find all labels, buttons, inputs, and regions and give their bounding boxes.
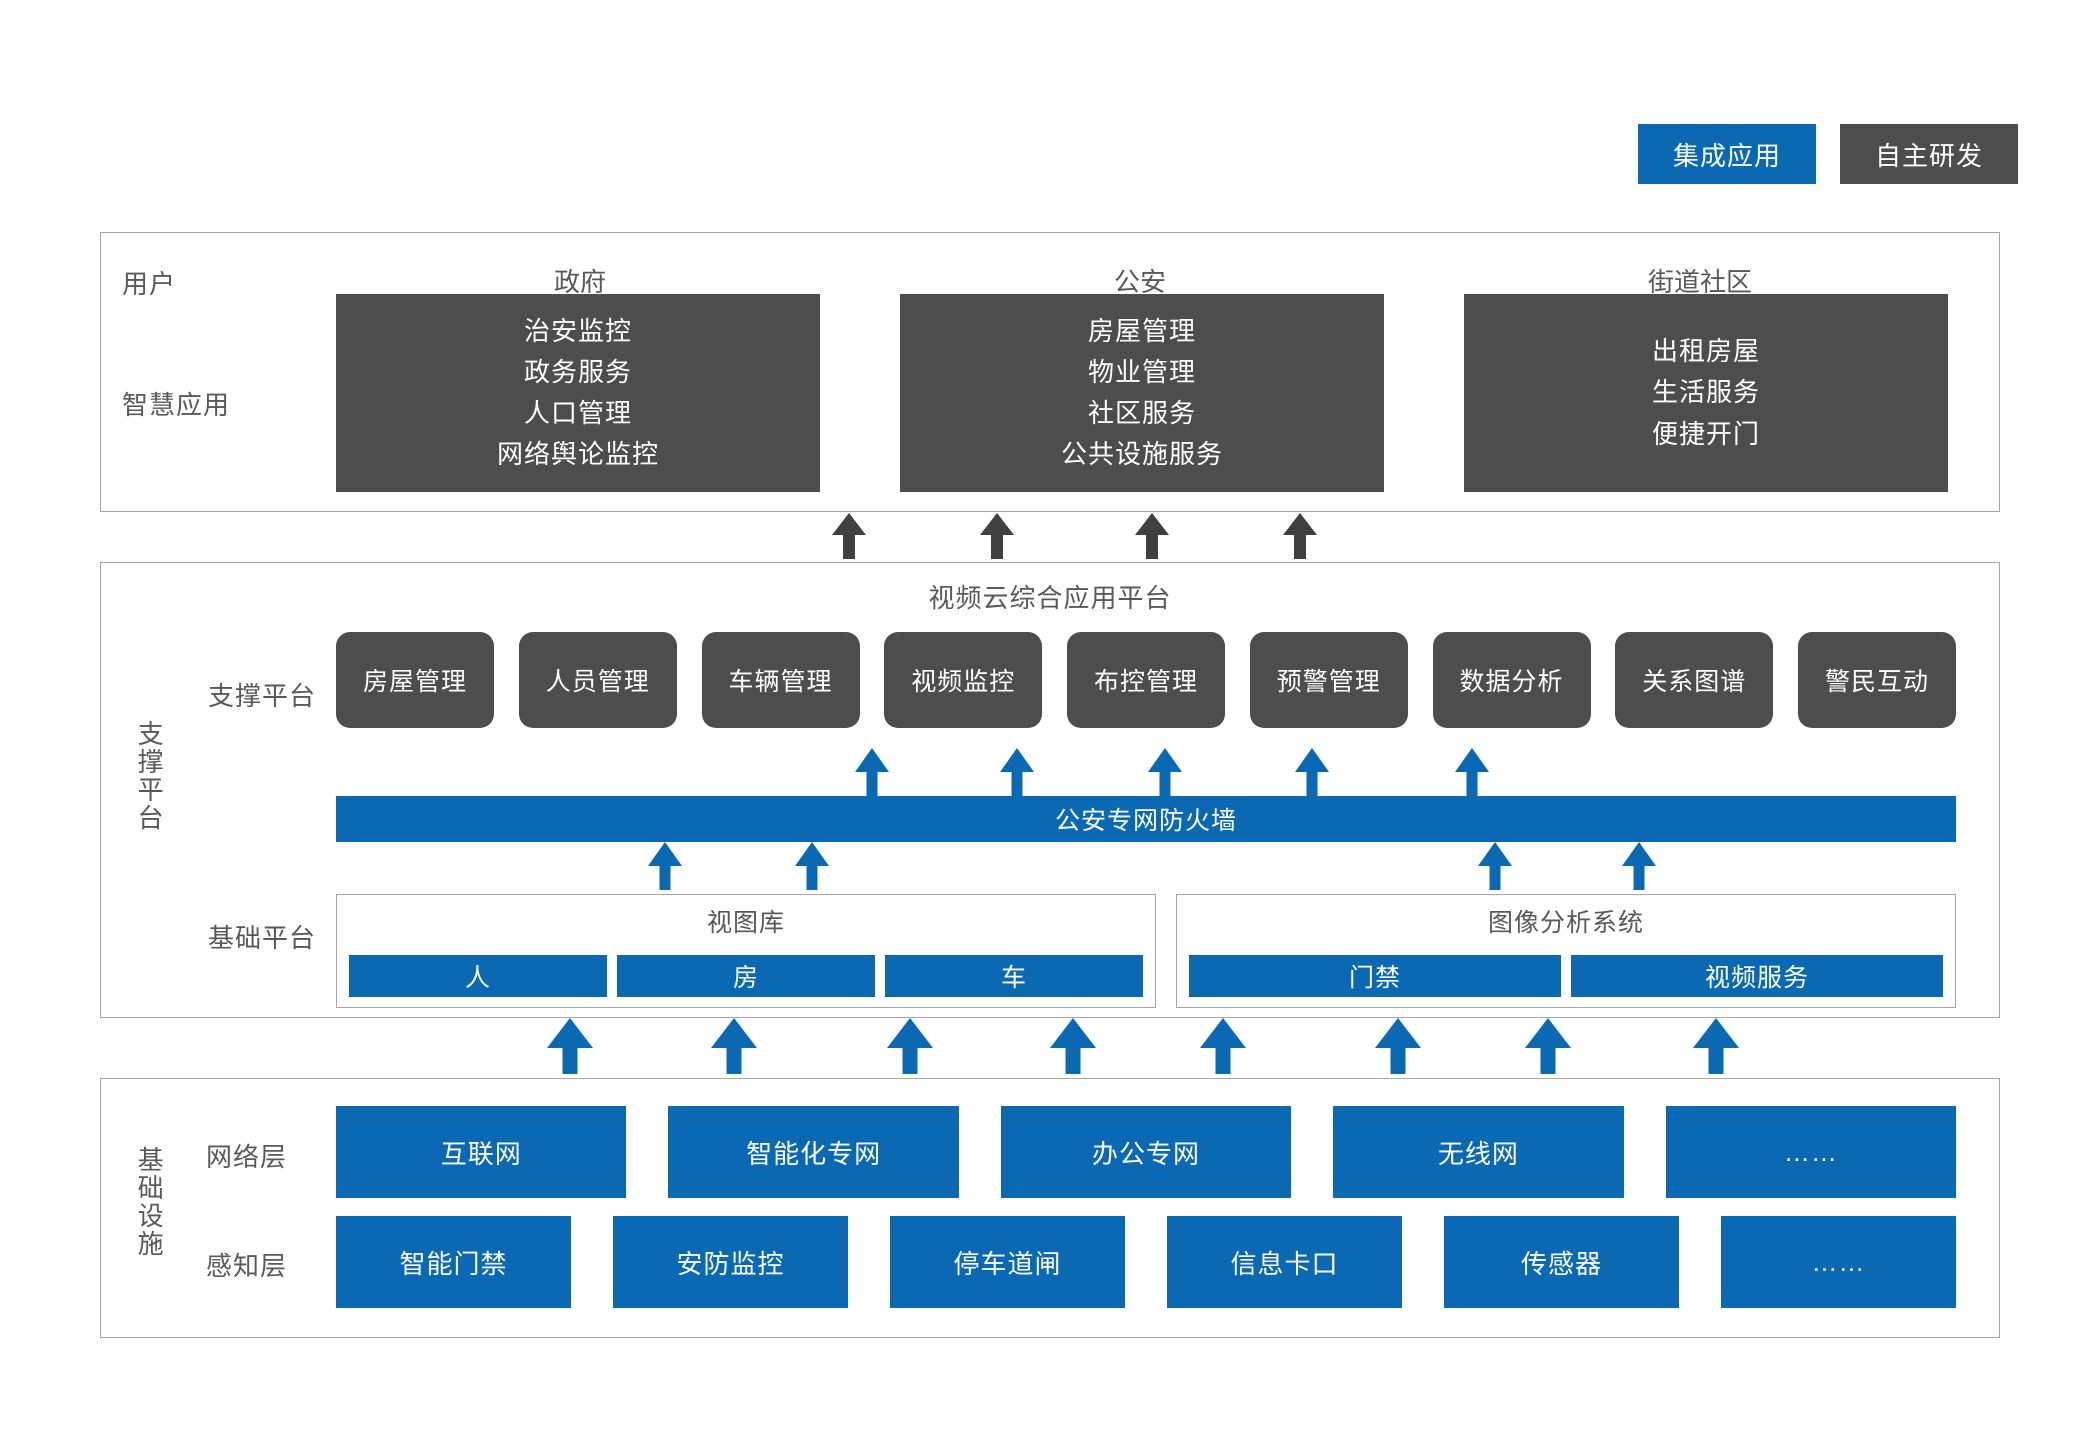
row-label-sensing-layer: 感知层 [206, 1251, 288, 1281]
network-layer-list: 互联网 智能化专网 办公专网 无线网 …… [336, 1106, 1957, 1198]
legend: 集成应用 自主研发 [1638, 124, 2018, 184]
subsystem-image-analysis: 图像分析系统 门禁 视频服务 [1176, 894, 1956, 1008]
app-item: 物业管理 [1087, 356, 1196, 387]
arrow-up-blue-icon [1622, 842, 1656, 890]
arrow-up-dark-icon [980, 513, 1014, 559]
arrow-up-blue-icon [1478, 842, 1512, 890]
module-housing-management[interactable]: 房屋管理 [336, 632, 494, 728]
arrow-up-blue-icon [1693, 1018, 1739, 1074]
arrow-up-blue-icon [795, 842, 829, 890]
column-header-government: 政府 [553, 267, 606, 297]
arrow-up-blue-icon [1295, 748, 1329, 796]
chip-access-control[interactable]: 门禁 [1189, 955, 1561, 997]
row-label-user: 用户 [122, 269, 177, 299]
subsystem-chip-list: 门禁 视频服务 [1189, 955, 1943, 997]
app-box-street-community: 出租房屋 生活服务 便捷开门 [1464, 294, 1948, 492]
chip-vehicle[interactable]: 车 [885, 955, 1143, 997]
subsystem-title: 图像分析系统 [1487, 909, 1644, 937]
vertical-label-support-platform: 支撑平台 [134, 720, 165, 832]
arrow-up-blue-icon [1000, 748, 1034, 796]
arrow-up-blue-icon [648, 842, 682, 890]
column-header-public-security: 公安 [1113, 267, 1166, 297]
sense-sensor[interactable]: 传感器 [1444, 1216, 1679, 1308]
row-label-smart-application: 智慧应用 [122, 390, 231, 420]
module-video-surveillance[interactable]: 视频监控 [884, 632, 1043, 728]
arrow-up-blue-icon [887, 1018, 933, 1074]
arrow-up-dark-icon [1283, 513, 1317, 559]
row-label-base-platform: 基础平台 [208, 923, 317, 953]
arrow-up-blue-icon [1200, 1018, 1246, 1074]
chip-person[interactable]: 人 [349, 955, 607, 997]
arrow-up-blue-icon [711, 1018, 757, 1074]
arrow-up-blue-icon [1148, 748, 1182, 796]
sense-security-camera[interactable]: 安防监控 [613, 1216, 848, 1308]
network-office-private[interactable]: 办公专网 [1000, 1106, 1292, 1198]
module-deployment-control[interactable]: 布控管理 [1067, 632, 1225, 728]
app-box-government: 治安监控 政务服务 人口管理 网络舆论监控 [336, 294, 820, 492]
sense-smart-access[interactable]: 智能门禁 [336, 1216, 571, 1308]
module-data-analysis[interactable]: 数据分析 [1432, 632, 1591, 728]
network-wireless[interactable]: 无线网 [1333, 1106, 1624, 1198]
subsystem-title: 视图库 [706, 909, 785, 937]
arrow-up-blue-icon [1375, 1018, 1421, 1074]
app-item: 网络舆论监控 [496, 439, 659, 470]
app-item: 治安监控 [523, 315, 632, 346]
platform-title: 视频云综合应用平台 [928, 583, 1172, 613]
subsystem-chip-list: 人 房 车 [349, 955, 1143, 997]
legend-self-developed: 自主研发 [1840, 124, 2018, 184]
module-personnel-management[interactable]: 人员管理 [518, 632, 677, 728]
module-relationship-graph[interactable]: 关系图谱 [1615, 632, 1774, 728]
row-label-support-platform: 支撑平台 [208, 681, 317, 711]
app-item: 政务服务 [523, 356, 632, 387]
module-police-interaction[interactable]: 警民互动 [1798, 632, 1956, 728]
sensing-layer-list: 智能门禁 安防监控 停车道闸 信息卡口 传感器 …… [336, 1216, 1956, 1308]
app-item: 出租房屋 [1651, 336, 1760, 367]
sense-parking-barrier[interactable]: 停车道闸 [890, 1216, 1125, 1308]
app-item: 房屋管理 [1087, 315, 1196, 346]
arrow-up-blue-icon [547, 1018, 593, 1074]
app-item: 社区服务 [1087, 398, 1196, 428]
arrow-up-blue-icon [855, 748, 889, 796]
module-vehicle-management[interactable]: 车辆管理 [701, 632, 860, 728]
row-label-network-layer: 网络层 [206, 1142, 288, 1172]
app-item: 便捷开门 [1651, 418, 1760, 449]
sense-checkpoint[interactable]: 信息卡口 [1167, 1216, 1402, 1308]
app-item: 公共设施服务 [1060, 439, 1223, 470]
vertical-label-infrastructure: 基础设施 [134, 1146, 165, 1258]
network-more[interactable]: …… [1665, 1106, 1957, 1198]
sense-more[interactable]: …… [1721, 1216, 1956, 1308]
app-item: 人口管理 [523, 398, 632, 428]
column-header-street-community: 街道社区 [1647, 267, 1752, 297]
app-box-public-security: 房屋管理 物业管理 社区服务 公共设施服务 [900, 294, 1384, 492]
arrow-up-blue-icon [1525, 1018, 1571, 1074]
module-early-warning[interactable]: 预警管理 [1249, 632, 1408, 728]
firewall-bar: 公安专网防火墙 [336, 796, 1956, 842]
arrow-up-blue-icon [1050, 1018, 1096, 1074]
chip-house[interactable]: 房 [617, 955, 875, 997]
platform-module-list: 房屋管理 人员管理 车辆管理 视频监控 布控管理 预警管理 数据分析 关系图谱 … [336, 632, 1956, 728]
legend-integrated-app: 集成应用 [1638, 124, 1816, 184]
arrow-up-dark-icon [832, 513, 866, 559]
arrow-up-dark-icon [1135, 513, 1169, 559]
subsystem-view-library: 视图库 人 房 车 [336, 894, 1156, 1008]
network-smart-private[interactable]: 智能化专网 [668, 1106, 959, 1198]
app-item: 生活服务 [1651, 377, 1760, 408]
chip-video-service[interactable]: 视频服务 [1571, 955, 1943, 997]
network-internet[interactable]: 互联网 [336, 1106, 627, 1198]
arrow-up-blue-icon [1455, 748, 1489, 796]
